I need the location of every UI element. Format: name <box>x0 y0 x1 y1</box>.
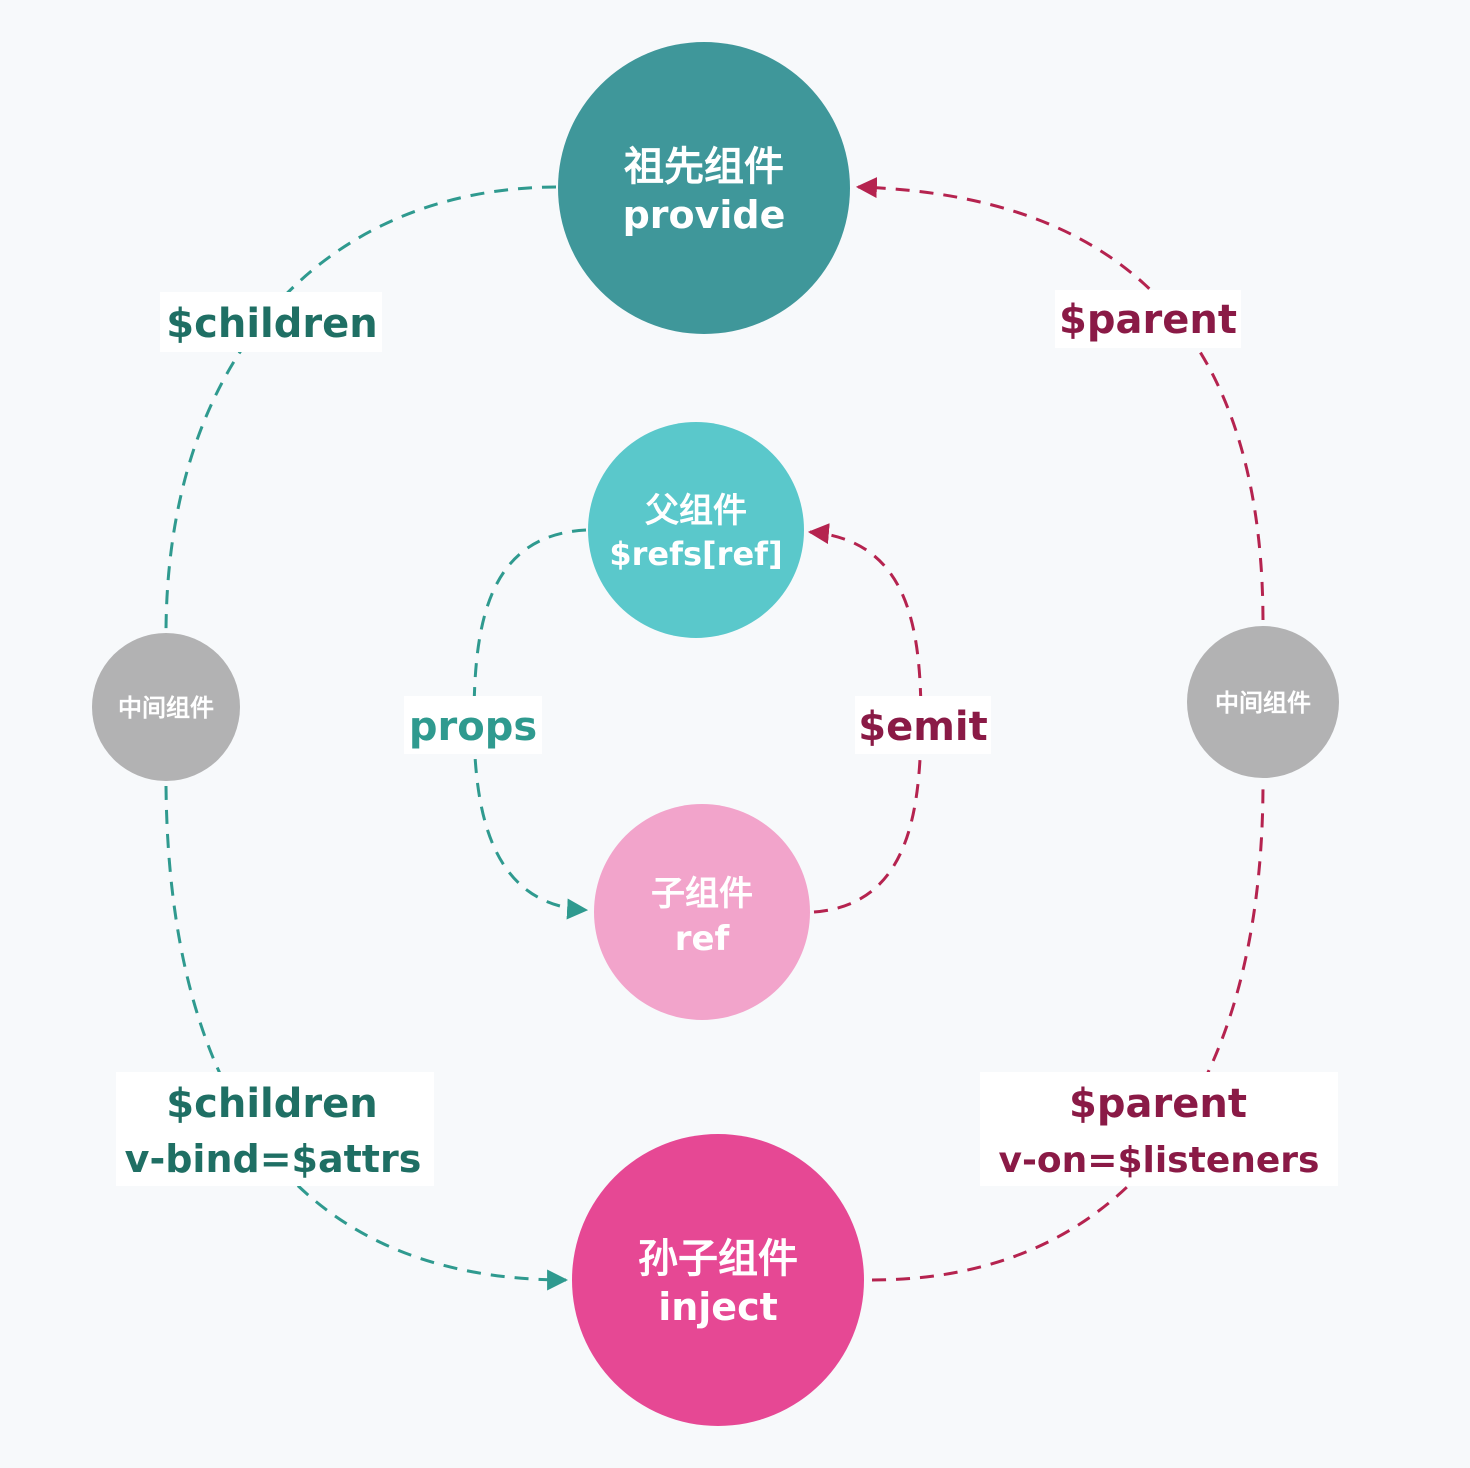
label-parent-bottom: $parent <box>1069 1081 1247 1127</box>
node-child: 子组件 ref <box>594 804 810 1020</box>
node-grandchild-circle <box>572 1134 864 1426</box>
edge-grandchild-to-middle-right <box>871 785 1265 1282</box>
node-grandchild: 孙子组件 inject <box>572 1134 864 1426</box>
node-middle-left: 中间组件 <box>92 633 240 781</box>
node-middle-left-circle <box>92 633 240 781</box>
node-parent-sub: $refs[ref] <box>609 535 782 573</box>
label-box-children-top <box>160 292 382 352</box>
node-middle-right: 中间组件 <box>1187 626 1339 778</box>
label-box-props <box>404 696 542 754</box>
node-child-sub: ref <box>675 919 731 959</box>
node-grandchild-sub: inject <box>658 1285 778 1329</box>
node-child-circle <box>594 804 810 1020</box>
label-bind-attrs: v-bind=$attrs <box>125 1137 422 1181</box>
node-middle-right-title: 中间组件 <box>1215 689 1311 717</box>
edge-ancestor-to-middle-left <box>164 185 557 631</box>
node-ancestor: 祖先组件 provide <box>558 42 850 334</box>
label-box-emit <box>855 696 991 754</box>
label-children-top: $children <box>166 301 377 347</box>
node-child-title: 子组件 <box>651 874 753 914</box>
node-middle-left-title: 中间组件 <box>118 694 214 722</box>
label-children-bottom: $children <box>166 1081 377 1127</box>
node-ancestor-sub: provide <box>623 193 786 237</box>
label-parent-top: $parent <box>1059 297 1237 343</box>
label-box-children-bottom <box>116 1072 434 1186</box>
node-ancestor-circle <box>558 42 850 334</box>
label-box-parent-bottom <box>980 1072 1338 1186</box>
node-grandchild-title: 孙子组件 <box>638 1236 798 1282</box>
label-box-parent-top <box>1055 290 1241 348</box>
edge-middle-right-to-ancestor <box>855 177 1265 621</box>
node-middle-right-circle <box>1187 626 1339 778</box>
node-parent-title: 父组件 <box>645 491 747 531</box>
edge-middle-left-to-grandchild <box>164 785 569 1291</box>
node-parent: 父组件 $refs[ref] <box>588 422 804 638</box>
node-parent-circle <box>588 422 804 638</box>
label-props: props <box>409 704 537 750</box>
label-emit: $emit <box>858 704 987 750</box>
node-ancestor-title: 祖先组件 <box>624 144 784 190</box>
label-on-listeners: v-on=$listeners <box>999 1140 1320 1181</box>
